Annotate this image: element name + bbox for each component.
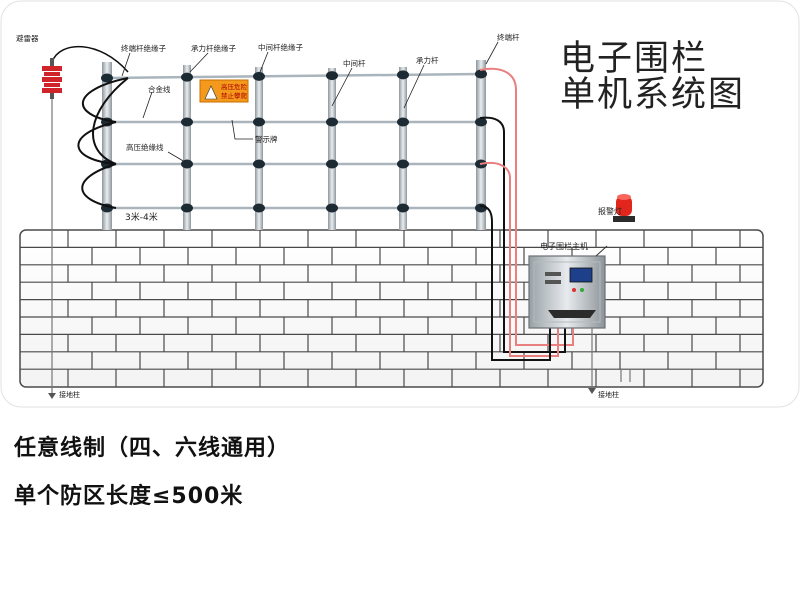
label-warning-sign: 警示牌 (255, 134, 278, 144)
sign-line2: 禁止攀爬 (221, 91, 248, 100)
label-host-unit: 电子围栏主机 (540, 241, 588, 251)
hv-wires-right (479, 67, 574, 361)
insulator (397, 159, 409, 169)
brick-wall (19, 229, 764, 388)
insulator (397, 117, 409, 127)
tension-post-2 (399, 67, 407, 230)
insulator (326, 203, 338, 213)
tension-post-1 (183, 65, 191, 230)
alarm-light (613, 194, 635, 222)
middle-post-1 (255, 67, 263, 230)
insulator (326, 117, 338, 127)
middle-post-2 (328, 68, 336, 230)
labels: 避雷器 终端杆绝缘子 承力杆绝缘子 中间杆绝缘子 中间杆 承力杆 终端杆 合金线… (16, 32, 622, 399)
host-unit (528, 245, 608, 329)
caption-wire-system: 任意线制（四、六线通用） (14, 436, 291, 461)
insulator (397, 203, 409, 213)
callout-lines (121, 41, 499, 163)
host-display (569, 267, 593, 283)
label-spacing: 3米-4米 (125, 211, 158, 223)
label-ground-post-right: 接地柱 (598, 390, 619, 399)
insulator (253, 71, 265, 81)
label-middle-post: 中间杆 (343, 58, 366, 68)
fence-diagram: 高压危险 禁止攀爬 (0, 0, 800, 408)
insulator (326, 71, 338, 81)
title-line1: 电子围栏 (560, 39, 708, 79)
insulator (253, 203, 265, 213)
label-tension-post-insulator: 承力杆绝缘子 (191, 43, 236, 53)
end-post-left (102, 62, 112, 230)
insulator (326, 159, 338, 169)
label-alarm-light: 报警灯 (598, 206, 622, 216)
label-end-post-insulator: 终端杆绝缘子 (121, 43, 166, 53)
outer-frame (0, 0, 800, 408)
label-hv-insulated-wire: 高压绝缘线 (126, 142, 164, 152)
sign-line1: 高压危险 (221, 82, 248, 91)
insulator (181, 203, 193, 213)
insulator (397, 70, 409, 80)
ground-wires-right (588, 328, 631, 394)
lightning-arrester (42, 45, 129, 399)
fence-posts (102, 60, 486, 230)
insulator (101, 73, 113, 83)
warning-sign: 高压危险 禁止攀爬 (199, 79, 249, 103)
insulator (253, 159, 265, 169)
caption-zone-length: 单个防区长度≤500米 (14, 484, 244, 509)
label-alloy-wire: 合金线 (148, 84, 171, 94)
insulator (475, 69, 487, 79)
label-lightning-arrester: 避雷器 (16, 33, 39, 43)
insulator (253, 117, 265, 127)
label-end-post: 终端杆 (497, 32, 520, 42)
insulator (475, 117, 487, 127)
label-middle-post-insulator: 中间杆绝缘子 (258, 42, 303, 52)
label-ground-post-left: 接地柱 (59, 390, 80, 399)
end-post-right (476, 60, 486, 230)
insulator (181, 117, 193, 127)
insulator (181, 72, 193, 82)
wire-1 (107, 72, 481, 80)
title-line2: 单机系统图 (560, 75, 745, 115)
hv-wires-left (77, 77, 129, 209)
label-tension-post: 承力杆 (416, 55, 439, 65)
diagram-title: 电子围栏 单机系统图 (560, 39, 745, 115)
alloy-wires (107, 72, 481, 210)
diagram-stage: 高压危险 禁止攀爬 (0, 0, 800, 408)
